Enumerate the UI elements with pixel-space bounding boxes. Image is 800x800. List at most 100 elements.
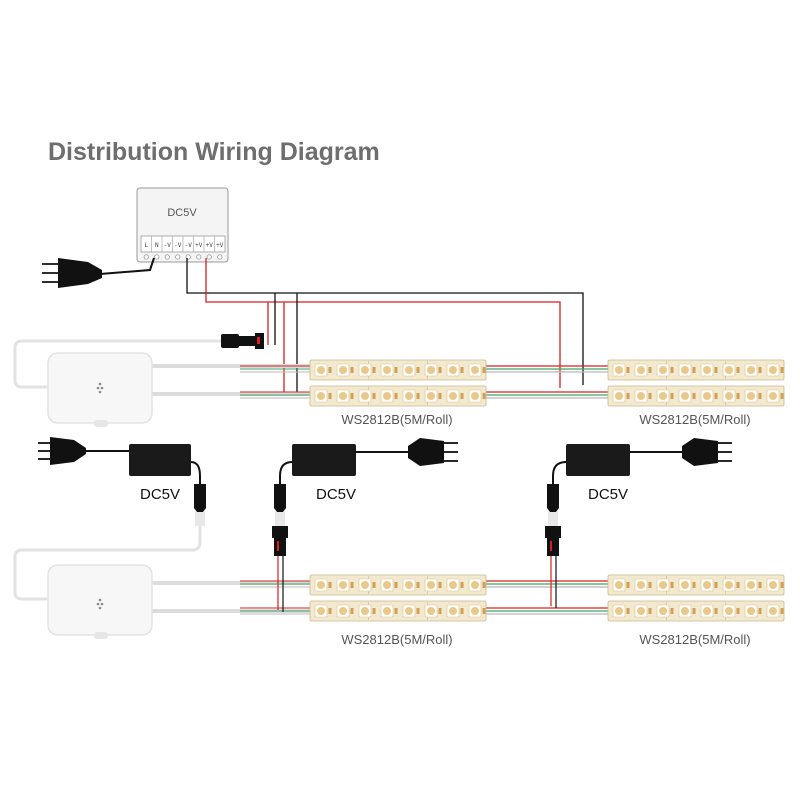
led-dot — [703, 366, 711, 374]
bottom-wires — [152, 556, 608, 615]
terminal-screw — [175, 254, 181, 260]
top-wires — [13, 257, 608, 399]
led-strip-icon — [607, 359, 785, 381]
led-dot — [681, 607, 689, 615]
controller-icon — [47, 564, 153, 639]
led-dot — [383, 581, 391, 589]
terminal-label: +V — [206, 242, 214, 249]
led-strip-icon — [309, 574, 487, 596]
led-dot — [725, 392, 733, 400]
led-dot — [317, 607, 325, 615]
adapter-icon — [292, 444, 356, 476]
strip-label-bottom-right: WS2812B(5M/Roll) — [639, 632, 750, 647]
led-dot — [769, 607, 777, 615]
led-dot — [615, 366, 623, 374]
power-supply-label: DC5V — [167, 207, 197, 219]
adapter-left: DC5V — [13, 437, 206, 601]
led-dot — [317, 581, 325, 589]
led-strip-icon — [607, 600, 785, 622]
led-dot — [615, 392, 623, 400]
led-dot — [361, 607, 369, 615]
led-dot — [659, 581, 667, 589]
adapter-label-2: DC5V — [316, 486, 356, 503]
led-dot — [725, 581, 733, 589]
adapter-right: DC5V — [545, 438, 732, 556]
led-strip-icon — [309, 385, 487, 407]
led-dot — [637, 581, 645, 589]
led-dot — [427, 392, 435, 400]
led-dot — [769, 581, 777, 589]
led-dot — [725, 366, 733, 374]
led-dot — [681, 366, 689, 374]
led-dot — [637, 392, 645, 400]
led-dot — [405, 366, 413, 374]
terminal-screw — [164, 254, 170, 260]
led-dot — [747, 392, 755, 400]
dc-jack-icon — [274, 484, 286, 512]
led-dot — [471, 392, 479, 400]
led-dot — [339, 607, 347, 615]
strip-label-top-right: WS2812B(5M/Roll) — [639, 412, 750, 427]
led-dot — [769, 392, 777, 400]
adapter-middle: DC5V — [272, 438, 458, 556]
led-dot — [383, 366, 391, 374]
led-dot — [703, 607, 711, 615]
strip-label-bottom-left: WS2812B(5M/Roll) — [341, 632, 452, 647]
led-dot — [725, 607, 733, 615]
led-dot — [383, 607, 391, 615]
plug-icon — [42, 258, 102, 288]
terminal-screw — [206, 254, 212, 260]
led-dot — [449, 366, 457, 374]
led-dot — [427, 581, 435, 589]
led-dot — [659, 392, 667, 400]
led-dot — [747, 581, 755, 589]
terminal-screw — [154, 254, 160, 260]
terminal-screw — [196, 254, 202, 260]
led-dot — [405, 581, 413, 589]
plug-icon — [408, 438, 458, 466]
led-dot — [449, 607, 457, 615]
led-dot — [339, 392, 347, 400]
adapter-label-1: DC5V — [140, 486, 180, 503]
led-dot — [317, 366, 325, 374]
terminal-label: -V — [164, 242, 172, 249]
strip-label-top-left: WS2812B(5M/Roll) — [341, 412, 452, 427]
led-dot — [747, 366, 755, 374]
terminal-label: -V — [185, 242, 193, 249]
terminal-label: L — [144, 242, 148, 249]
led-strip-icon — [309, 600, 487, 622]
terminal-label: +V — [195, 242, 203, 249]
dc-jack-icon — [221, 333, 264, 349]
led-dot — [317, 392, 325, 400]
led-dot — [471, 607, 479, 615]
led-dot — [615, 607, 623, 615]
led-dot — [339, 581, 347, 589]
led-dot — [615, 581, 623, 589]
led-dot — [659, 607, 667, 615]
led-dot — [681, 392, 689, 400]
led-dot — [361, 581, 369, 589]
terminal-label: -V — [174, 242, 182, 249]
led-dot — [339, 366, 347, 374]
led-dot — [747, 607, 755, 615]
led-dot — [637, 607, 645, 615]
plug-icon — [38, 437, 86, 465]
plug-icon — [682, 438, 732, 466]
led-dot — [405, 607, 413, 615]
led-dot — [681, 581, 689, 589]
led-dot — [405, 392, 413, 400]
adapter-label-3: DC5V — [588, 486, 628, 503]
terminal-label: N — [155, 242, 159, 249]
led-dot — [703, 392, 711, 400]
led-dot — [471, 366, 479, 374]
terminal-label: +V — [216, 242, 224, 249]
led-dot — [383, 392, 391, 400]
dc-jack-icon — [194, 484, 206, 512]
adapter-icon — [566, 444, 630, 476]
led-strip-icon — [607, 574, 785, 596]
led-strip-icon — [309, 359, 487, 381]
